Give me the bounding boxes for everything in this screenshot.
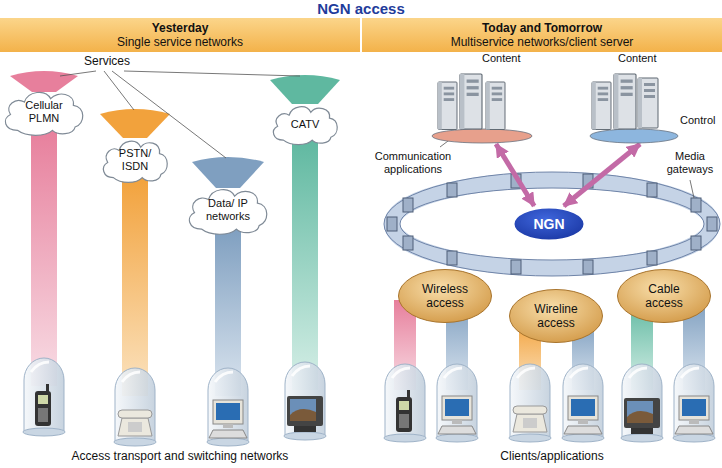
- access-oval: Wireline access: [508, 288, 604, 344]
- leader-line: [690, 180, 694, 198]
- era-header: YesterdaySingle service networks: [0, 18, 360, 52]
- bell-jar: [562, 364, 604, 442]
- request-arrow: [564, 144, 640, 206]
- bell-jar: [114, 368, 156, 446]
- bell-jar: [673, 364, 715, 442]
- node-label: PSTN/ ISDN: [115, 147, 155, 173]
- server-group: ContentControl: [588, 52, 718, 144]
- mobile-phone: [35, 384, 51, 426]
- bell-jar: [621, 364, 663, 442]
- service-cone: [270, 75, 340, 104]
- network-cloud: PSTN/ ISDN: [99, 136, 171, 184]
- computer: [209, 400, 247, 438]
- service-cone: [100, 109, 170, 138]
- applications-label: Communication applications: [368, 150, 458, 176]
- cloud-shape: [103, 141, 167, 182]
- computer: [564, 396, 602, 434]
- bell-jar: [284, 362, 326, 440]
- desk-phone: [118, 410, 152, 436]
- text-holder: CATV: [269, 102, 341, 146]
- server-tower: [614, 74, 636, 129]
- era-subtitle: Multiservice networks/client server: [451, 35, 634, 49]
- era-header: Today and TomorrowMultiservice networks/…: [362, 18, 722, 52]
- computer: [675, 396, 713, 434]
- text-holder: Data/ IP networks: [184, 184, 271, 236]
- gateways-label: Media gateways: [662, 150, 718, 176]
- bell-jar: [384, 364, 426, 442]
- text-holder: YesterdaySingle service networks: [0, 18, 360, 52]
- panel-caption: Clients/applications: [452, 449, 652, 463]
- node-label: Wireless access: [415, 282, 475, 310]
- page-title: NGN access: [0, 0, 722, 17]
- oval-shape: [514, 208, 585, 241]
- cloud-shape: [190, 190, 267, 235]
- node-label: Cable access: [634, 282, 694, 310]
- network-cloud: Cellular PLMN: [0, 87, 87, 137]
- access-beam: [31, 128, 57, 386]
- leader-lines: [60, 71, 300, 158]
- text-holder: Cable access: [616, 268, 712, 324]
- service-cone: [10, 71, 78, 92]
- access-oval: Cable access: [616, 268, 712, 324]
- server-tower: [438, 82, 457, 130]
- text-holder: Cellular PLMN: [0, 87, 87, 137]
- server-tower: [638, 78, 658, 128]
- node-label: Control: [680, 114, 715, 127]
- text-holder: ContentControl: [588, 52, 718, 144]
- server-platform: [590, 129, 678, 143]
- node-label: Data/ IP networks: [203, 197, 253, 223]
- server-tower: [486, 82, 505, 130]
- panel-caption: Access transport and switching networks: [20, 449, 340, 463]
- server-tower: [592, 82, 611, 130]
- oval-shape: [399, 270, 492, 323]
- ngn-ring: [384, 172, 720, 276]
- core-network-oval: NGN: [512, 206, 586, 242]
- group-outline: [430, 52, 540, 144]
- network-cloud: Data/ IP networks: [184, 184, 271, 236]
- text-holder: PSTN/ ISDN: [99, 136, 171, 184]
- cloud-shape: [6, 92, 83, 135]
- node-label: Wireline access: [526, 302, 586, 330]
- bell-jar: [23, 358, 65, 436]
- computer: [438, 396, 476, 434]
- media-gateway-tiles: [387, 174, 717, 274]
- television: [624, 398, 660, 434]
- desk-phone: [513, 406, 547, 432]
- cloud-shape: [273, 107, 337, 145]
- services-label: Services: [84, 54, 144, 68]
- mobile-phone: [396, 390, 412, 432]
- era-title: Today and Tomorrow: [482, 21, 602, 35]
- oval-shape: [510, 290, 603, 343]
- access-beam: [292, 138, 318, 390]
- node-label: NGN: [533, 216, 564, 232]
- era-subtitle: Single service networks: [117, 35, 243, 49]
- group-outline: [588, 52, 718, 144]
- text-holder: Today and TomorrowMultiservice networks/…: [362, 18, 722, 52]
- node-label: Content: [618, 52, 657, 65]
- television: [287, 396, 323, 432]
- bell-jar: [509, 364, 551, 442]
- oval-shape: [618, 270, 711, 323]
- access-oval: Wireless access: [397, 268, 493, 324]
- server-platform: [432, 129, 532, 143]
- era-title: Yesterday: [152, 21, 209, 35]
- node-label: Content: [482, 52, 521, 65]
- service-cone: [192, 157, 264, 188]
- access-beam: [122, 176, 148, 396]
- text-holder: Wireless access: [397, 268, 493, 324]
- node-label: Cellular PLMN: [19, 99, 69, 125]
- node-label: CATV: [291, 118, 320, 131]
- text-holder: NGN: [512, 206, 586, 242]
- server-group: Content: [430, 52, 540, 144]
- text-holder: Wireline access: [508, 288, 604, 344]
- request-arrow: [496, 144, 534, 206]
- text-holder: Content: [430, 52, 540, 144]
- bell-jar: [436, 364, 478, 442]
- network-cloud: CATV: [269, 102, 341, 146]
- bell-jar: [207, 368, 249, 446]
- server-tower: [460, 74, 482, 129]
